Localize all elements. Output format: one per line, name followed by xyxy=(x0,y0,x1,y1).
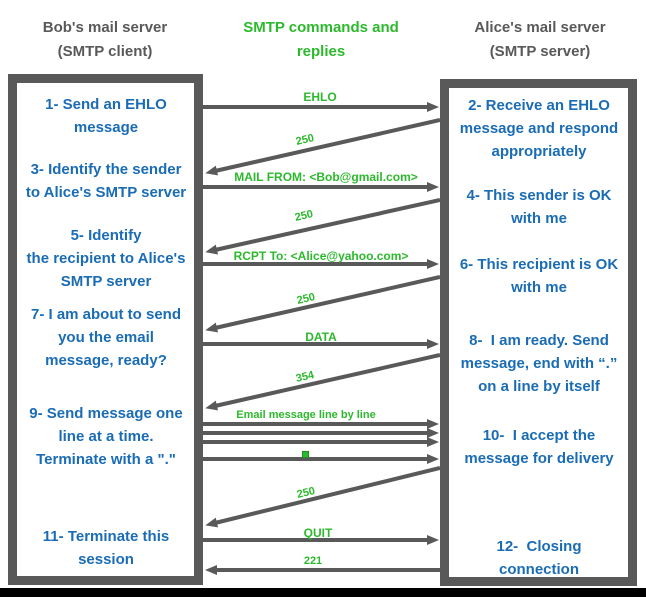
label-221: 221 xyxy=(303,555,323,567)
server-step-6: 6- This recipient is OK with me xyxy=(459,256,619,296)
client-step-11: 11- Terminate this session xyxy=(42,528,170,568)
label-data: DATA xyxy=(305,330,337,344)
label-email-message: Email message line by line xyxy=(236,409,376,421)
label-rcpt-to: RCPT To: <Alice@yahoo.com> xyxy=(233,249,409,263)
label-mail-from: MAIL FROM: <Bob@gmail.com> xyxy=(234,170,418,184)
bottom-black-bar xyxy=(0,588,646,597)
client-lifeline-box xyxy=(8,74,203,585)
client-step-1: 1- Send an EHLO message xyxy=(45,96,167,136)
client-step-9: 9- Send message one line at a time. Term… xyxy=(29,405,183,468)
server-step-8: 8- I am ready. Send message, end with “.… xyxy=(460,332,618,395)
client-step-5: 5- Identify the recipient to Alice's SMT… xyxy=(26,227,186,290)
arrow-354-reply xyxy=(205,353,440,411)
arrow-250-reply-1 xyxy=(205,118,440,176)
commands-header: SMTP commands and replies xyxy=(243,19,399,60)
message-arrows xyxy=(203,102,440,575)
server-lifeline-box xyxy=(440,79,637,586)
arrow-250-reply-4 xyxy=(205,466,440,528)
dot-terminator-icon xyxy=(302,451,309,458)
label-ehlo: EHLO xyxy=(303,90,337,104)
server-step-2: 2- Receive an EHLO message and respond a… xyxy=(459,97,619,160)
server-step-10: 10- I accept the message for delivery xyxy=(464,427,614,467)
arrow-250-reply-3 xyxy=(205,275,440,333)
server-step-4: 4- This sender is OK with me xyxy=(466,187,612,227)
label-quit: QUIT xyxy=(303,526,333,540)
client-header: Bob's mail server (SMTP client) xyxy=(42,19,168,60)
arrow-250-reply-2 xyxy=(205,198,440,255)
client-step-7: 7- I am about to send you the email mess… xyxy=(30,306,182,369)
server-header: Alice's mail server (SMTP server) xyxy=(474,19,606,60)
server-step-12: 12- Closing connection xyxy=(496,538,582,578)
client-step-3: 3- Identify the sender to Alice's SMTP s… xyxy=(25,161,187,201)
